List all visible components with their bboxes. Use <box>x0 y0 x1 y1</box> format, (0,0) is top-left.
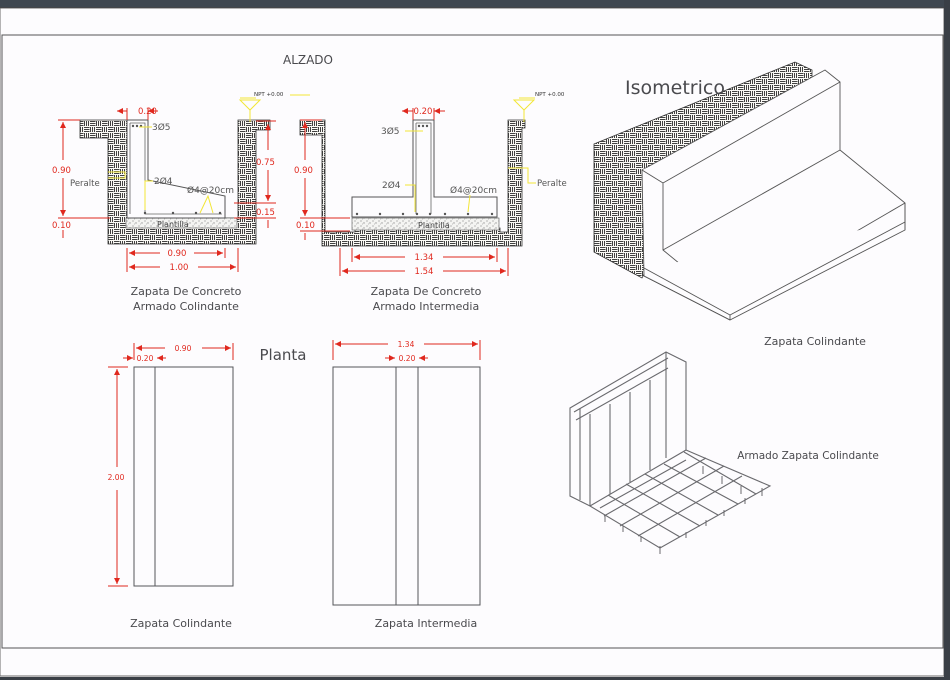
caption-line2: Armado Intermedia <box>373 300 479 313</box>
dim-length: 2.00 <box>108 473 125 482</box>
rebar-caption: Armado Zapata Colindante <box>737 450 879 462</box>
caption-line2: Armado Colindante <box>133 300 239 313</box>
caption-line1: Zapata De Concreto <box>131 285 242 298</box>
rebar-grid-label: Ø4@20cm <box>450 185 497 196</box>
plan-title: Planta <box>260 346 307 364</box>
dim-base: 0.90 <box>168 249 187 259</box>
peralte-label: Peralte <box>70 179 100 189</box>
dim-width: 1.34 <box>398 340 415 349</box>
plan-caption: Zapata Colindante <box>130 617 232 630</box>
window-right-edge <box>944 0 950 680</box>
isometric-caption: Zapata Colindante <box>764 335 866 348</box>
window-bottom-edge <box>0 677 950 680</box>
dim-wall: 0.20 <box>137 354 154 363</box>
peralte-label: Peralte <box>537 179 567 189</box>
plantilla-label: Plantilla <box>157 220 189 229</box>
dim-wall: 0.20 <box>399 354 416 363</box>
level-label: NPT +0.00 <box>254 92 284 98</box>
elevation-colindante: 3Ø5 2Ø4 Ø4@20cm Peralte Plantilla NPT +0… <box>52 92 284 313</box>
plantilla-label: Plantilla <box>418 221 450 230</box>
dim-height: 0.90 <box>294 166 313 176</box>
rebar-top-label: 3Ø5 <box>152 122 171 133</box>
elevation-title: ALZADO <box>283 53 333 67</box>
dim-total: 1.00 <box>170 263 189 273</box>
rebar-cage-view: Armado Zapata Colindante <box>569 351 879 554</box>
plan-colindante: 0.90 0.20 2.00 Zapata Colindante <box>108 343 234 630</box>
dim-width: 0.90 <box>175 344 192 353</box>
dim-wall-width: 0.20 <box>414 107 433 117</box>
dim-wall-width: 0.20 <box>138 107 157 117</box>
plan-caption: Zapata Intermedia <box>375 617 477 630</box>
dim-base: 1.34 <box>415 253 434 263</box>
footing-concrete <box>351 119 498 218</box>
plan-intermedia: 1.34 0.20 Zapata Intermedia <box>332 340 481 630</box>
rebar-vertical-label: 2Ø4 <box>154 176 173 187</box>
dim-upper: 0.75 <box>256 158 275 168</box>
dim-total: 1.54 <box>415 267 434 277</box>
dim-slab: 0.10 <box>52 221 71 231</box>
rebar-vertical-label: 2Ø4 <box>382 180 401 191</box>
plantilla <box>351 217 500 231</box>
rebar-top-label: 3Ø5 <box>381 126 400 137</box>
isometric-title: Isometrico <box>625 77 725 99</box>
isometric-view: Isometrico Zapata Colindante <box>593 61 906 348</box>
dim-height: 0.90 <box>52 166 71 176</box>
rebar-grid-label: Ø4@20cm <box>187 185 234 196</box>
soil-hatch <box>299 119 526 247</box>
dim-slab: 0.10 <box>296 221 315 231</box>
caption-line1: Zapata De Concreto <box>371 285 482 298</box>
level-label: NPT +0.00 <box>535 92 565 98</box>
elevation-intermedia: 3Ø5 2Ø4 Ø4@20cm Peralte Plantilla NPT +0… <box>290 92 567 313</box>
dim-lower: 0.15 <box>256 208 275 218</box>
